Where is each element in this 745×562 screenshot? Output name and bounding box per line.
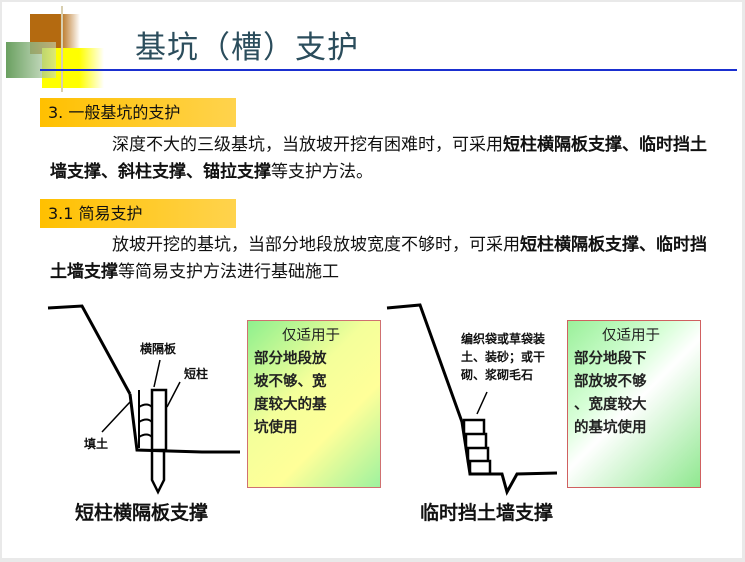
deco-vertical-line [61,6,63,92]
short-post [150,388,168,452]
text: 等简易支护方法进行基础施工 [118,262,339,282]
label-line: 土、装砂；或干 [461,350,546,364]
label-post: 短柱 [184,367,209,381]
section-3-paragraph: 深度不大的三级基坑，当放坡开挖有困难时，可采用短柱横隔板支撑、临时挡土墙支撑、斜… [50,132,720,186]
section-3-1-paragraph: 放坡开挖的基坑，当部分地段放坡宽度不够时，可采用短柱横隔板支撑、临时挡土墙支撑等… [50,232,720,286]
bold-text: 短柱横隔板支撑、临时挡土墙支撑 [50,235,707,282]
applicability-note-2: 仅适用于 部分地段下 部放坡不够 、宽度较大 的基坑使用 [567,320,701,488]
note-line: 仅适用于 [282,328,340,344]
page-title: 基坑（槽）支护 [135,30,359,66]
post-tip [150,450,166,495]
boards [138,390,153,448]
section-heading-3-1: 3.1 简易支护 [40,199,236,228]
note-line: 坡不够、宽 [254,374,327,390]
bold-text: 短柱横隔板支撑、临时挡土墙支撑、斜柱支撑、锚拉支撑 [50,135,707,182]
applicability-note-1: 仅适用于 部分地段放 坡不够、宽 度较大的基 坑使用 [247,320,381,488]
title-rule [40,69,737,71]
label-line: 砌、浆砌毛石 [461,368,534,382]
label-sandbag: 编织袋或草袋装 土、装砂；或干 砌、浆砌毛石 [461,330,545,384]
slope-line [47,304,132,395]
deco-green-square [6,42,56,78]
leader-lines [101,359,181,433]
leader-line [476,391,488,415]
label-fill: 填土 [84,437,109,451]
figure-1-caption: 短柱横隔板支撑 [75,502,209,524]
figure-2-caption: 临时挡土墙支撑 [420,502,554,524]
note-line: 度较大的基 [254,397,327,413]
retaining-wall-diagram [386,303,558,496]
text: 深度不大的三级基坑，当放坡开挖有困难时，可采用 [112,135,503,155]
text: 等支护方法。 [271,162,373,182]
label-line: 编织袋或草袋装 [461,332,546,346]
note-line: 部放坡不够 [574,374,647,390]
note-line: 部分地段下 [574,351,647,367]
note-line: 坑使用 [254,420,298,436]
text: 放坡开挖的基坑，当部分地段放坡宽度不够时，可采用 [112,235,520,255]
note-line: 部分地段放 [254,351,327,367]
short-post-diagram [47,304,240,495]
ground-line [128,393,240,454]
note-line: 、宽度较大 [574,397,647,413]
note-line: 的基坑使用 [574,420,647,436]
label-board: 横隔板 [140,342,177,356]
sandbag-stack [462,418,492,476]
note-line: 仅适用于 [602,328,660,344]
section-heading-3: 3. 一般基坑的支护 [40,98,236,127]
